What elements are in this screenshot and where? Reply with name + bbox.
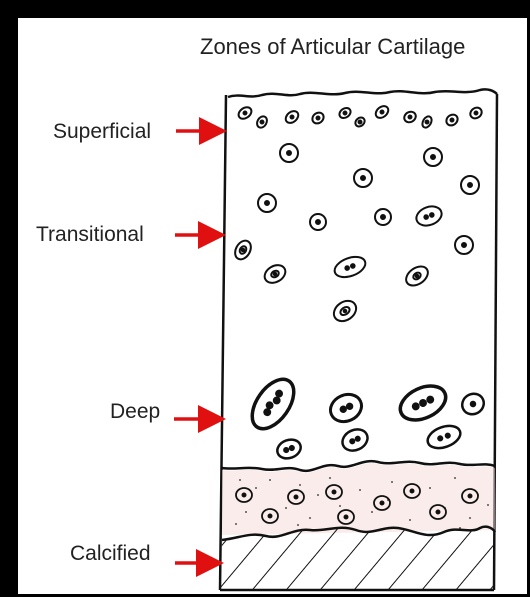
articular-surface: [228, 89, 497, 97]
zone-arrows: [174, 131, 220, 563]
calcified-stipple-area: [222, 463, 495, 535]
deep-cells: [244, 372, 488, 462]
transitional-cells: [232, 144, 479, 325]
superficial-cells: [236, 104, 483, 130]
calcified-zone: [220, 461, 495, 590]
subchondral-bone-hatch: [220, 528, 495, 590]
